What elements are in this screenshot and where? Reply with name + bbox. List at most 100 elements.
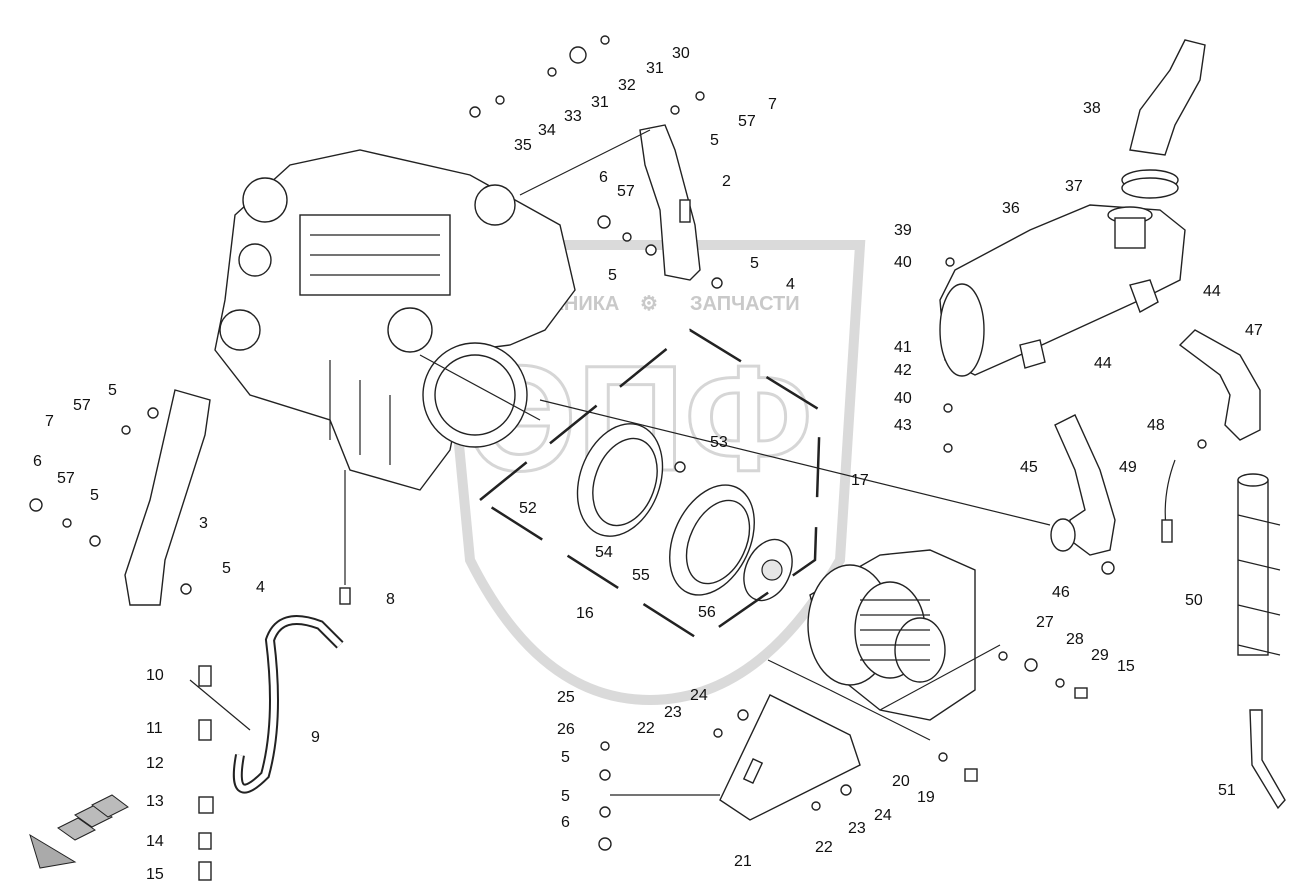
callout-label: 3 — [199, 515, 208, 532]
callout-label: 36 — [1002, 200, 1020, 217]
callout-label: 20 — [892, 773, 910, 790]
callout-label: 6 — [599, 169, 608, 186]
bracket-2 — [519, 124, 701, 281]
callout-label: 10 — [146, 667, 164, 684]
callout-labels: 3031323133343575752657554557765753548910… — [33, 45, 1263, 883]
callout-label: 51 — [1218, 782, 1236, 799]
callout-label: 14 — [146, 833, 164, 850]
callout-label: 31 — [646, 60, 664, 77]
clamp-37 — [1121, 169, 1179, 199]
callout-label: 24 — [690, 687, 708, 704]
callout-label: 5 — [90, 487, 99, 504]
callout-label: 30 — [672, 45, 690, 62]
callout-label: 5 — [608, 267, 617, 284]
ring-55 — [669, 484, 755, 596]
callout-label: 52 — [519, 500, 537, 517]
callout-label: 25 — [557, 689, 575, 706]
callout-label: 43 — [894, 417, 912, 434]
fasteners — [29, 35, 1207, 881]
callout-label: 44 — [1203, 283, 1221, 300]
callout-label: 8 — [386, 591, 395, 608]
callout-label: 38 — [1083, 100, 1101, 117]
callout-label: 49 — [1119, 459, 1137, 476]
callout-label: 28 — [1066, 631, 1084, 648]
callout-label: 24 — [874, 807, 892, 824]
callout-label: 33 — [564, 108, 582, 125]
callout-label: 16 — [576, 605, 594, 622]
callout-label: 6 — [33, 453, 42, 470]
callout-label: 17 — [851, 472, 869, 489]
callout-label: 40 — [894, 254, 912, 271]
callout-label: 23 — [664, 704, 682, 721]
callout-label: 4 — [786, 276, 795, 293]
callout-label: 44 — [1094, 355, 1112, 372]
callout-label: 5 — [750, 255, 759, 272]
callout-label: 5 — [561, 749, 570, 766]
callout-label: 2 — [722, 173, 731, 190]
callout-label: 31 — [591, 94, 609, 111]
callout-label: 41 — [894, 339, 912, 356]
callout-label: 35 — [514, 137, 532, 154]
callout-label: 22 — [815, 839, 833, 856]
leader-lines — [189, 354, 1051, 796]
callout-label: 15 — [146, 866, 164, 883]
callout-label: 19 — [917, 789, 935, 806]
callout-label: 37 — [1065, 178, 1083, 195]
callout-label: 57 — [57, 470, 75, 487]
callout-label: 34 — [538, 122, 556, 139]
callout-label: 13 — [146, 793, 164, 810]
callout-label: 42 — [894, 362, 912, 379]
callout-label: 5 — [561, 788, 570, 805]
callout-label: 7 — [768, 96, 777, 113]
callout-label: 53 — [710, 434, 728, 451]
callout-label: 56 — [698, 604, 716, 621]
callout-label: 47 — [1245, 322, 1263, 339]
callout-label: 5 — [108, 382, 117, 399]
hydraulic-pump — [807, 549, 976, 721]
ring-52 — [576, 423, 664, 537]
callout-label: 11 — [146, 720, 163, 737]
direction-arrow-icon — [29, 794, 129, 869]
callout-label: 5 — [710, 132, 719, 149]
watermark-text-right: ЗАПЧАСТИ — [690, 293, 800, 315]
sensor-49 — [1161, 459, 1176, 543]
callout-label: 12 — [146, 755, 164, 772]
callout-label: 32 — [618, 77, 636, 94]
callout-label: 48 — [1147, 417, 1165, 434]
hub-56 — [743, 538, 793, 602]
callout-label: 57 — [617, 183, 635, 200]
callout-label: 45 — [1020, 459, 1038, 476]
bracket-21 — [719, 694, 861, 821]
pipe-45 — [1050, 414, 1116, 556]
callout-label: 40 — [894, 390, 912, 407]
callout-label: 39 — [894, 222, 912, 239]
callout-label: 5 — [222, 560, 231, 577]
callout-label: 55 — [632, 567, 650, 584]
callout-label: 50 — [1185, 592, 1203, 609]
pipe-50 — [1237, 473, 1281, 656]
pipe-47 — [1178, 329, 1261, 441]
callout-label: 9 — [311, 729, 320, 746]
callout-label: 21 — [734, 853, 752, 870]
callout-label: 22 — [637, 720, 655, 737]
pipe-38 — [1129, 39, 1206, 156]
callout-label: 46 — [1052, 584, 1070, 601]
callout-label: 26 — [557, 721, 575, 738]
muffler-36 — [939, 204, 1186, 377]
svg-text:⚙: ⚙ — [640, 293, 658, 315]
callout-label: 57 — [738, 113, 756, 130]
callout-label: 29 — [1091, 647, 1109, 664]
callout-label: 23 — [848, 820, 866, 837]
engine-block — [214, 149, 576, 491]
callout-label: 4 — [256, 579, 265, 596]
bracket-3 — [124, 389, 211, 606]
callout-label: 27 — [1036, 614, 1054, 631]
callout-label: 57 — [73, 397, 91, 414]
pipe-51 — [1249, 709, 1286, 810]
callout-label: 15 — [1117, 658, 1135, 675]
callout-label: 54 — [595, 544, 613, 561]
coupling-frame — [479, 328, 822, 642]
hose-9 — [232, 615, 344, 794]
